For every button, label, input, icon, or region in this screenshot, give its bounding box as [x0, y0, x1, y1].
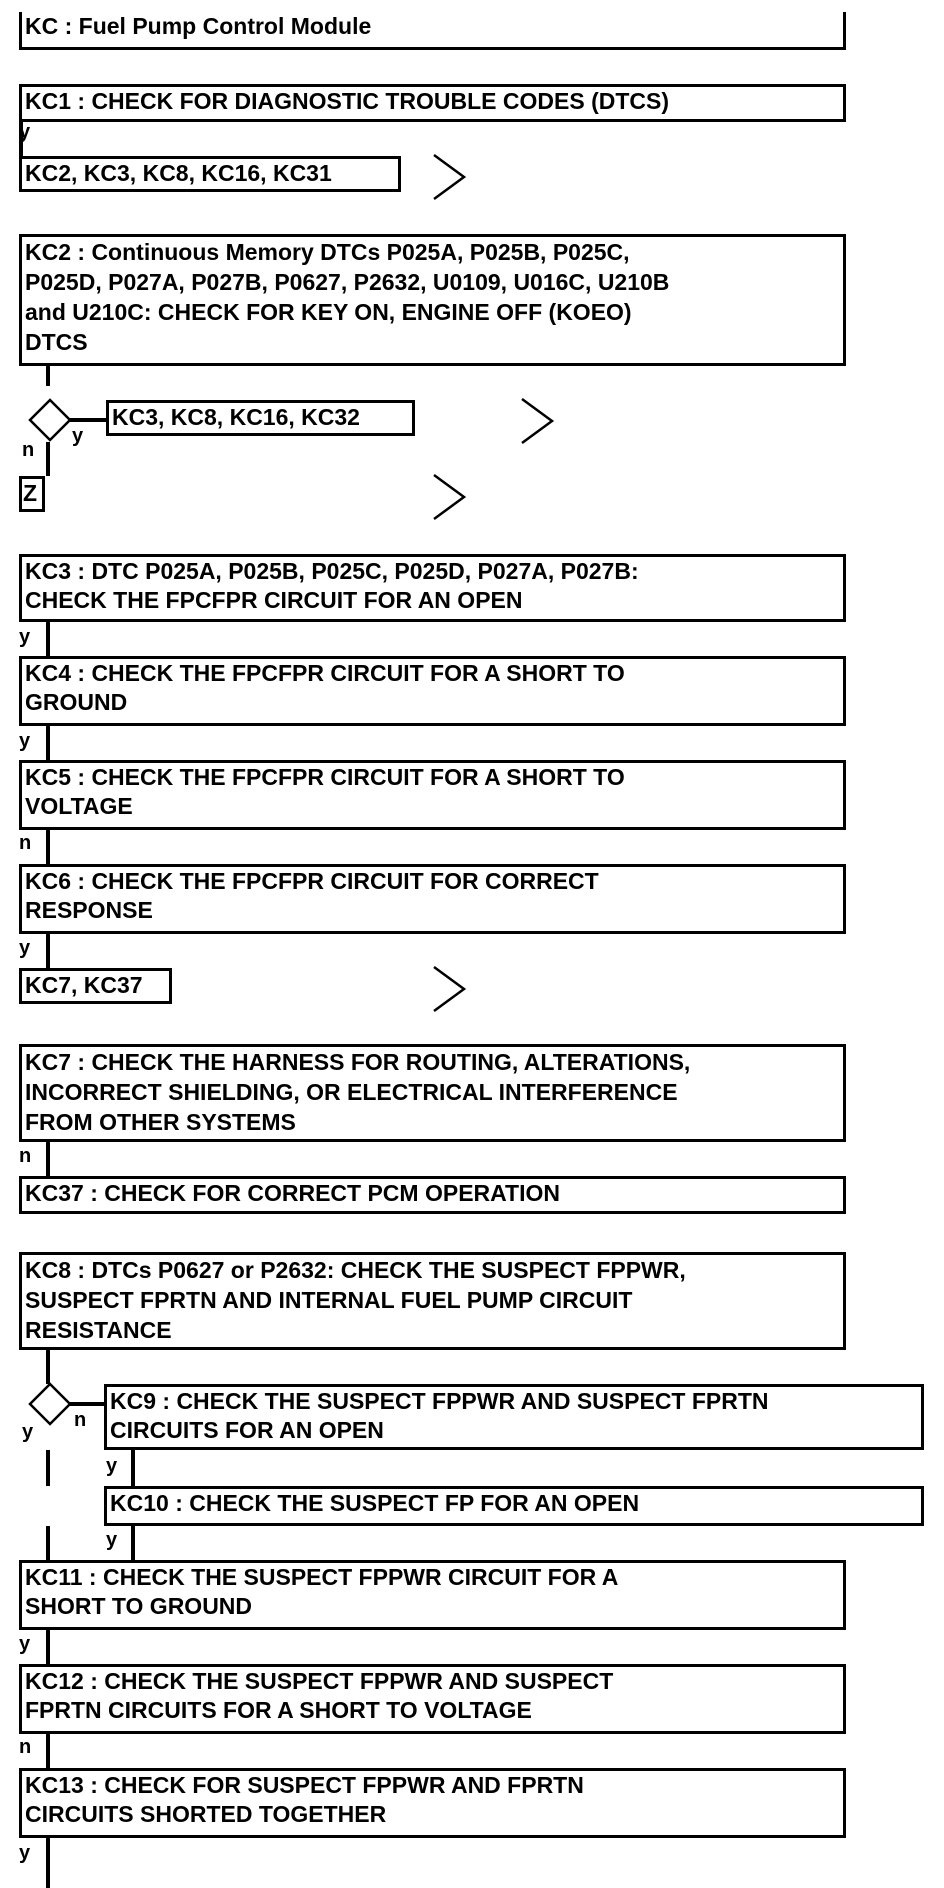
connector-line: [46, 1526, 50, 1560]
connector-line: [46, 830, 50, 864]
connector-line: [46, 622, 50, 656]
connector-line: [131, 1450, 135, 1486]
connector-line: [46, 1630, 50, 1664]
yes-label: y: [106, 1455, 118, 1477]
kc5-step-box[interactable]: KC5 : CHECK THE FPCFPR CIRCUIT FOR A SHO…: [19, 760, 846, 830]
yes-label: y: [19, 730, 31, 752]
connector-line: [46, 442, 50, 476]
connector-line: [46, 934, 50, 968]
connector-line: [46, 726, 50, 760]
kc12-step-box[interactable]: KC12 : CHECK THE SUSPECT FPPWR AND SUSPE…: [19, 1664, 846, 1734]
kc11-step-box[interactable]: KC11 : CHECK THE SUSPECT FPPWR CIRCUIT F…: [19, 1560, 846, 1630]
kc2-step-box[interactable]: KC2 : Continuous Memory DTCs P025A, P025…: [19, 234, 846, 366]
connector-line: [46, 1734, 50, 1768]
yes-label: y: [19, 1633, 31, 1655]
connector-line: [46, 1838, 50, 1888]
kc37-step-box[interactable]: KC37 : CHECK FOR CORRECT PCM OPERATION: [19, 1176, 846, 1214]
yes-label: y: [19, 1842, 31, 1864]
no-label: n: [22, 439, 35, 461]
connector-line: [46, 1142, 50, 1176]
yes-label: y: [19, 626, 31, 648]
no-label: n: [19, 1736, 32, 1758]
z-ref-box[interactable]: Z: [19, 476, 45, 512]
kc8-step-box[interactable]: KC8 : DTCs P0627 or P2632: CHECK THE SUS…: [19, 1252, 846, 1350]
yes-label: y: [19, 121, 31, 143]
kc2-refs-box[interactable]: KC3, KC8, KC16, KC32: [106, 400, 415, 436]
connector-line: [46, 1450, 50, 1486]
chevron-right-icon[interactable]: [430, 964, 470, 1014]
yes-label: y: [106, 1529, 118, 1551]
kc1-refs-box[interactable]: KC2, KC3, KC8, KC16, KC31: [19, 156, 401, 192]
kc9-step-box[interactable]: KC9 : CHECK THE SUSPECT FPPWR AND SUSPEC…: [104, 1384, 924, 1450]
kc10-step-box[interactable]: KC10 : CHECK THE SUSPECT FP FOR AN OPEN: [104, 1486, 924, 1526]
diamond-icon: [28, 398, 72, 442]
connector-line: [19, 122, 23, 156]
kc6-refs-box[interactable]: KC7, KC37: [19, 968, 172, 1004]
kc4-step-box[interactable]: KC4 : CHECK THE FPCFPR CIRCUIT FOR A SHO…: [19, 656, 846, 726]
no-label: n: [19, 1145, 32, 1167]
no-label: n: [74, 1409, 87, 1431]
chevron-right-icon[interactable]: [430, 152, 470, 202]
no-label: n: [19, 832, 32, 854]
kc13-step-box[interactable]: KC13 : CHECK FOR SUSPECT FPPWR AND FPRTN…: [19, 1768, 846, 1838]
kc7-step-box[interactable]: KC7 : CHECK THE HARNESS FOR ROUTING, ALT…: [19, 1044, 846, 1142]
connector-line: [70, 418, 110, 422]
diamond-icon: [28, 1382, 72, 1426]
connector-line: [46, 366, 50, 386]
yes-label: y: [22, 1421, 34, 1443]
kc-title-box[interactable]: KC : Fuel Pump Control Module: [19, 12, 846, 50]
kc1-step-box[interactable]: KC1 : CHECK FOR DIAGNOSTIC TROUBLE CODES…: [19, 84, 846, 122]
kc3-step-box[interactable]: KC3 : DTC P025A, P025B, P025C, P025D, P0…: [19, 554, 846, 622]
connector-line: [131, 1526, 135, 1560]
connector-line: [70, 1402, 106, 1406]
connector-line: [46, 1350, 50, 1384]
chevron-right-icon[interactable]: [518, 396, 558, 446]
yes-label: y: [19, 937, 31, 959]
yes-label: y: [72, 425, 84, 447]
chevron-right-icon[interactable]: [430, 472, 470, 522]
kc6-step-box[interactable]: KC6 : CHECK THE FPCFPR CIRCUIT FOR CORRE…: [19, 864, 846, 934]
